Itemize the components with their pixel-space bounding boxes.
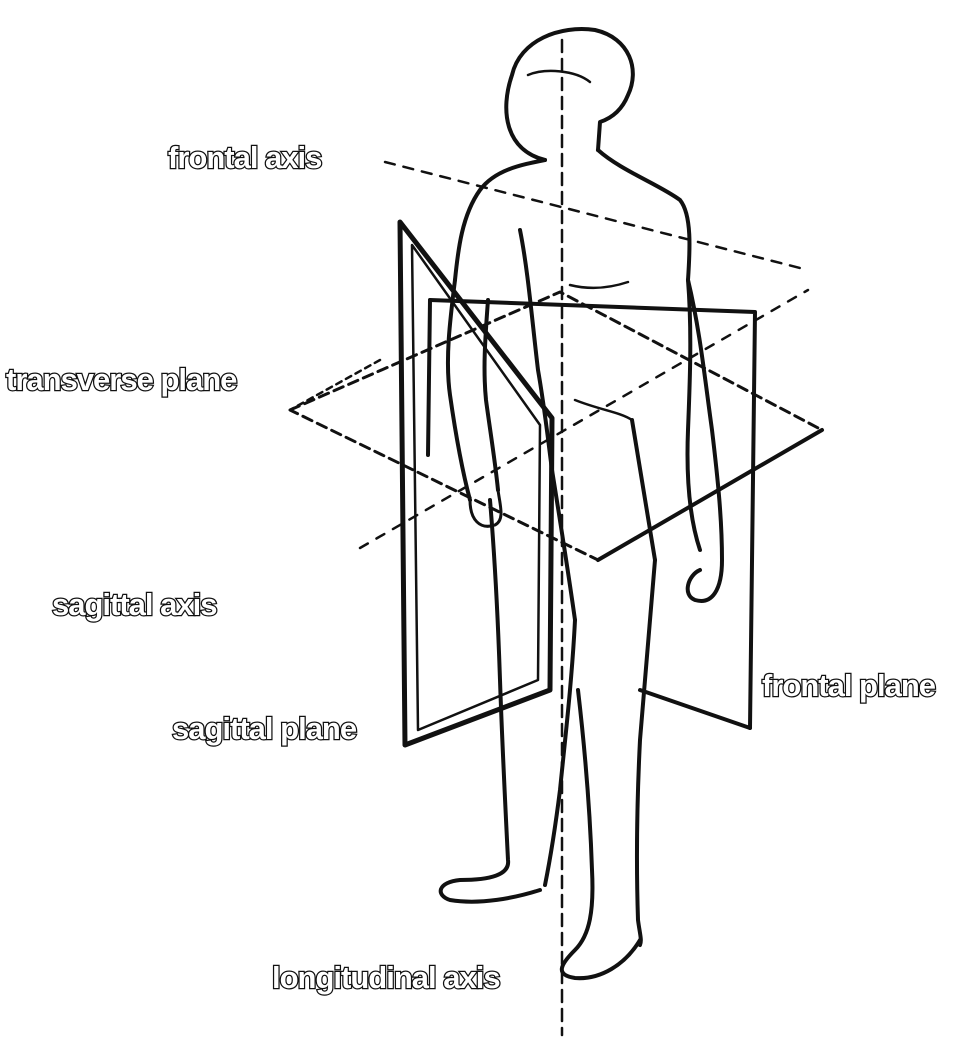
transverse-plane: [290, 292, 822, 560]
transverse-plane-label: transverse plane: [6, 364, 236, 395]
sagittal-plane-label: sagittal plane: [172, 713, 356, 744]
frontal-plane-label: frontal plane: [762, 670, 935, 701]
frontal-axis-line: [385, 162, 800, 268]
frontal-plane: [428, 300, 755, 728]
frontal-axis-label: frontal axis: [168, 142, 321, 173]
longitudinal-axis-label: longitudinal axis: [272, 962, 500, 993]
sagittal-axis-label: sagittal axis: [52, 589, 216, 620]
